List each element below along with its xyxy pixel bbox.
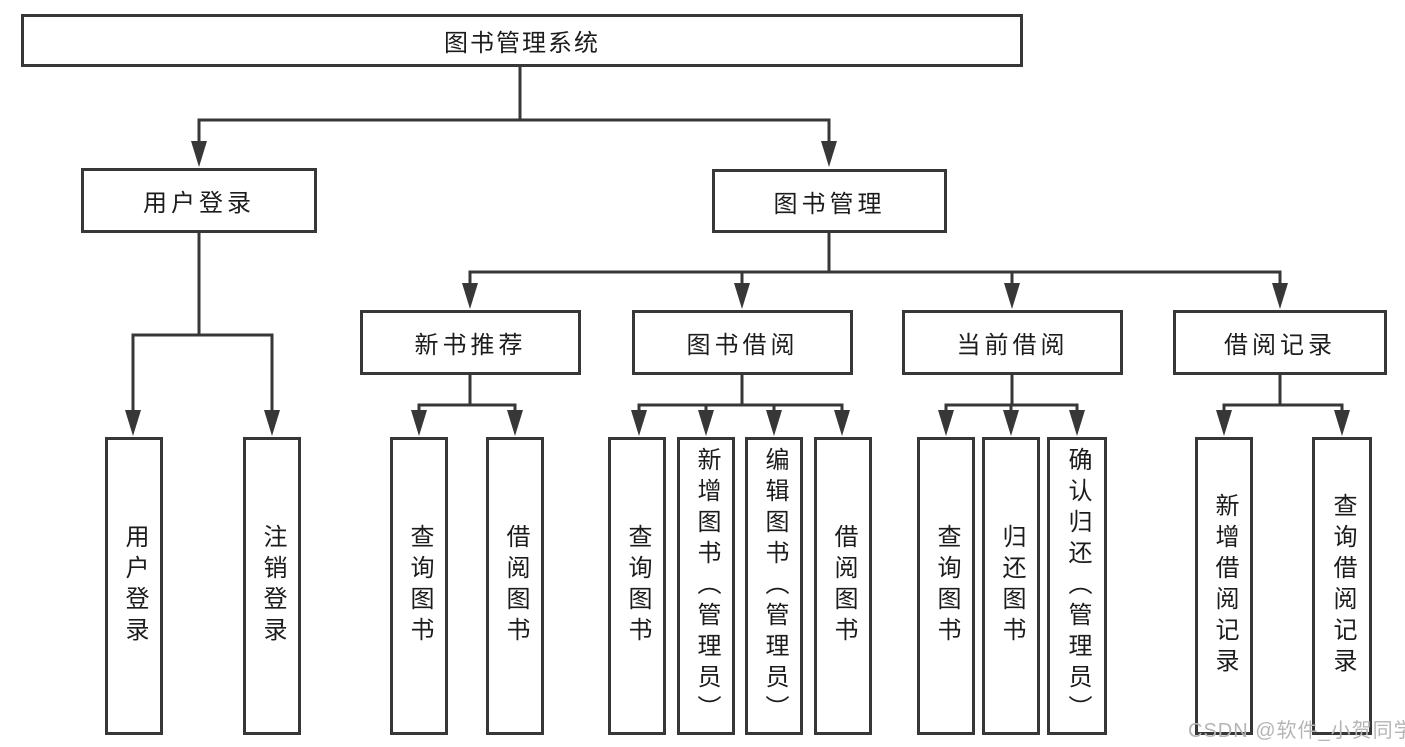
arrow-down-icon [1003, 410, 1019, 436]
arrow-down-icon [1216, 410, 1232, 436]
arrow-down-icon [411, 410, 427, 436]
arrow-down-icon [821, 141, 837, 167]
node-book-borrow: 图书借阅 [632, 310, 853, 375]
arrow-down-icon [834, 410, 850, 436]
leaf-add-borrow-record: 新增借阅记录 [1195, 437, 1253, 735]
leaf-query-books: 查询图书 [390, 437, 448, 735]
arrow-down-icon [1069, 410, 1085, 436]
node-borrow-records: 借阅记录 [1173, 310, 1387, 375]
node-book-management: 图书管理 [712, 169, 947, 233]
leaf-user-login: 用户登录 [105, 437, 163, 735]
arrow-down-icon [125, 410, 141, 436]
arrow-down-icon [766, 410, 782, 436]
leaf-query-borrow-record: 查询借阅记录 [1312, 437, 1372, 735]
leaf-confirm-return-admin: 确认归还（管理员） [1047, 437, 1107, 735]
arrow-down-icon [1004, 283, 1020, 309]
arrow-down-icon [631, 410, 647, 436]
leaf-edit-books-admin: 编辑图书（管理员） [745, 437, 803, 735]
arrow-down-icon [938, 410, 954, 436]
arrow-down-icon [507, 410, 523, 436]
node-user-login: 用户登录 [81, 168, 317, 233]
arrow-down-icon [1272, 283, 1288, 309]
leaf-borrow-books: 借阅图书 [814, 437, 872, 735]
leaf-add-books-admin: 新增图书（管理员） [677, 437, 735, 735]
connector-current-borrow-children [938, 375, 1085, 436]
connector-root-to-level2 [191, 67, 837, 167]
connector-user-login-children [125, 233, 280, 436]
arrow-down-icon [264, 410, 280, 436]
node-new-book-recommend: 新书推荐 [360, 310, 581, 375]
arrow-down-icon [734, 283, 750, 309]
connector-borrow-records-children [1216, 375, 1350, 436]
leaf-borrow-books: 借阅图书 [486, 437, 544, 735]
leaf-logout: 注销登录 [243, 437, 301, 735]
leaf-return-books: 归还图书 [982, 437, 1040, 735]
arrow-down-icon [1334, 410, 1350, 436]
csdn-watermark: CSDN @软件_小贺同学 [1188, 720, 1405, 742]
leaf-query-books: 查询图书 [608, 437, 666, 735]
arrow-down-icon [462, 283, 478, 309]
node-current-borrow: 当前借阅 [902, 310, 1123, 375]
arrow-down-icon [698, 410, 714, 436]
connector-book-borrow-children [631, 375, 850, 436]
connector-new-book-recommend-children [411, 375, 523, 436]
node-root-system: 图书管理系统 [21, 14, 1023, 67]
leaf-query-books: 查询图书 [917, 437, 975, 735]
arrow-down-icon [191, 141, 207, 167]
connector-book-mgmt-to-level3 [462, 233, 1288, 309]
